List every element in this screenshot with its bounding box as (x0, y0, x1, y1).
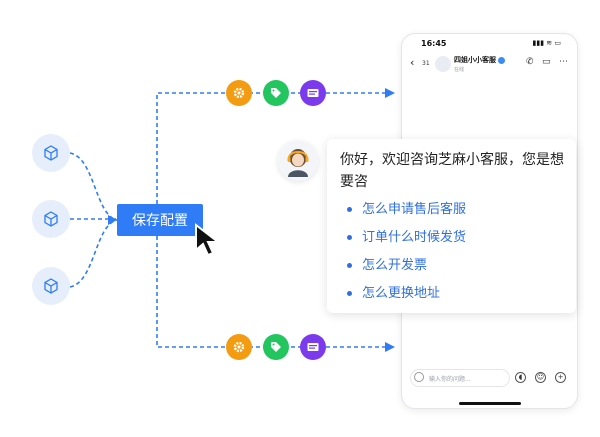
video-call-icon[interactable]: ▭ (542, 57, 551, 67)
phone-call-icon[interactable]: ✆ (526, 57, 534, 67)
plus-icon[interactable]: + (555, 372, 566, 383)
cube-icon (44, 145, 58, 161)
faq-item[interactable]: 怎么开发票 (347, 254, 427, 273)
card-step-top[interactable] (300, 80, 326, 106)
greeting-text: 你好，欢迎咨询芝麻小客服，您是想要咨 (340, 152, 564, 190)
gear-icon (233, 87, 245, 99)
source-node-3[interactable] (32, 267, 70, 305)
agent-avatar-small (435, 56, 451, 72)
input-bar: 输入你的问题... ◖ ☺ + (410, 369, 570, 389)
source-node-2[interactable] (32, 200, 70, 238)
faq-item[interactable]: 订单什么时候发货 (347, 226, 466, 245)
tag-step-top[interactable] (263, 80, 289, 106)
unread-count: 31 (422, 60, 430, 67)
card-icon (307, 343, 319, 351)
agent-avatar (278, 141, 318, 181)
emoji-icon[interactable]: ☺ (535, 372, 546, 383)
card-step-bottom[interactable] (300, 334, 326, 360)
faq-item[interactable]: 怎么更换地址 (347, 282, 440, 301)
card-icon (307, 89, 319, 97)
faq-item[interactable]: 怎么申请售后客服 (347, 198, 466, 217)
message-input[interactable]: 输入你的问题... (410, 369, 510, 387)
agent-name: 四姐小小客服 (454, 55, 505, 65)
tag-icon (271, 88, 281, 98)
cursor-icon (195, 222, 221, 257)
status-time: 16:45 (421, 39, 447, 48)
agent-avatar-icon (278, 141, 318, 181)
gear-icon (233, 341, 245, 353)
cube-icon (44, 211, 58, 227)
agent-status: 在线 (454, 67, 465, 73)
cube-icon (44, 278, 58, 294)
more-icon[interactable]: ⋯ (559, 57, 568, 67)
chat-header: ‹ 31 四姐小小客服 在线 ✆ ▭ ⋯ (402, 53, 577, 78)
back-arrow-icon[interactable]: ‹ (410, 56, 415, 69)
voice-icon[interactable]: ◖ (515, 372, 526, 383)
status-icons: ▮▮▮ ≋ ▭ (532, 39, 562, 47)
home-indicator (459, 402, 521, 405)
tag-step-bottom[interactable] (263, 334, 289, 360)
gear-step-top[interactable] (226, 80, 252, 106)
verified-icon (498, 56, 505, 64)
tag-icon (271, 342, 281, 352)
chat-bubble: 你好，欢迎咨询芝麻小客服，您是想要咨 怎么申请售后客服 订单什么时候发货 怎么开… (327, 139, 576, 313)
save-config-button[interactable]: 保存配置 (117, 204, 203, 236)
gear-step-bottom[interactable] (226, 334, 252, 360)
source-node-1[interactable] (32, 134, 70, 172)
keyboard-icon[interactable] (414, 372, 424, 382)
